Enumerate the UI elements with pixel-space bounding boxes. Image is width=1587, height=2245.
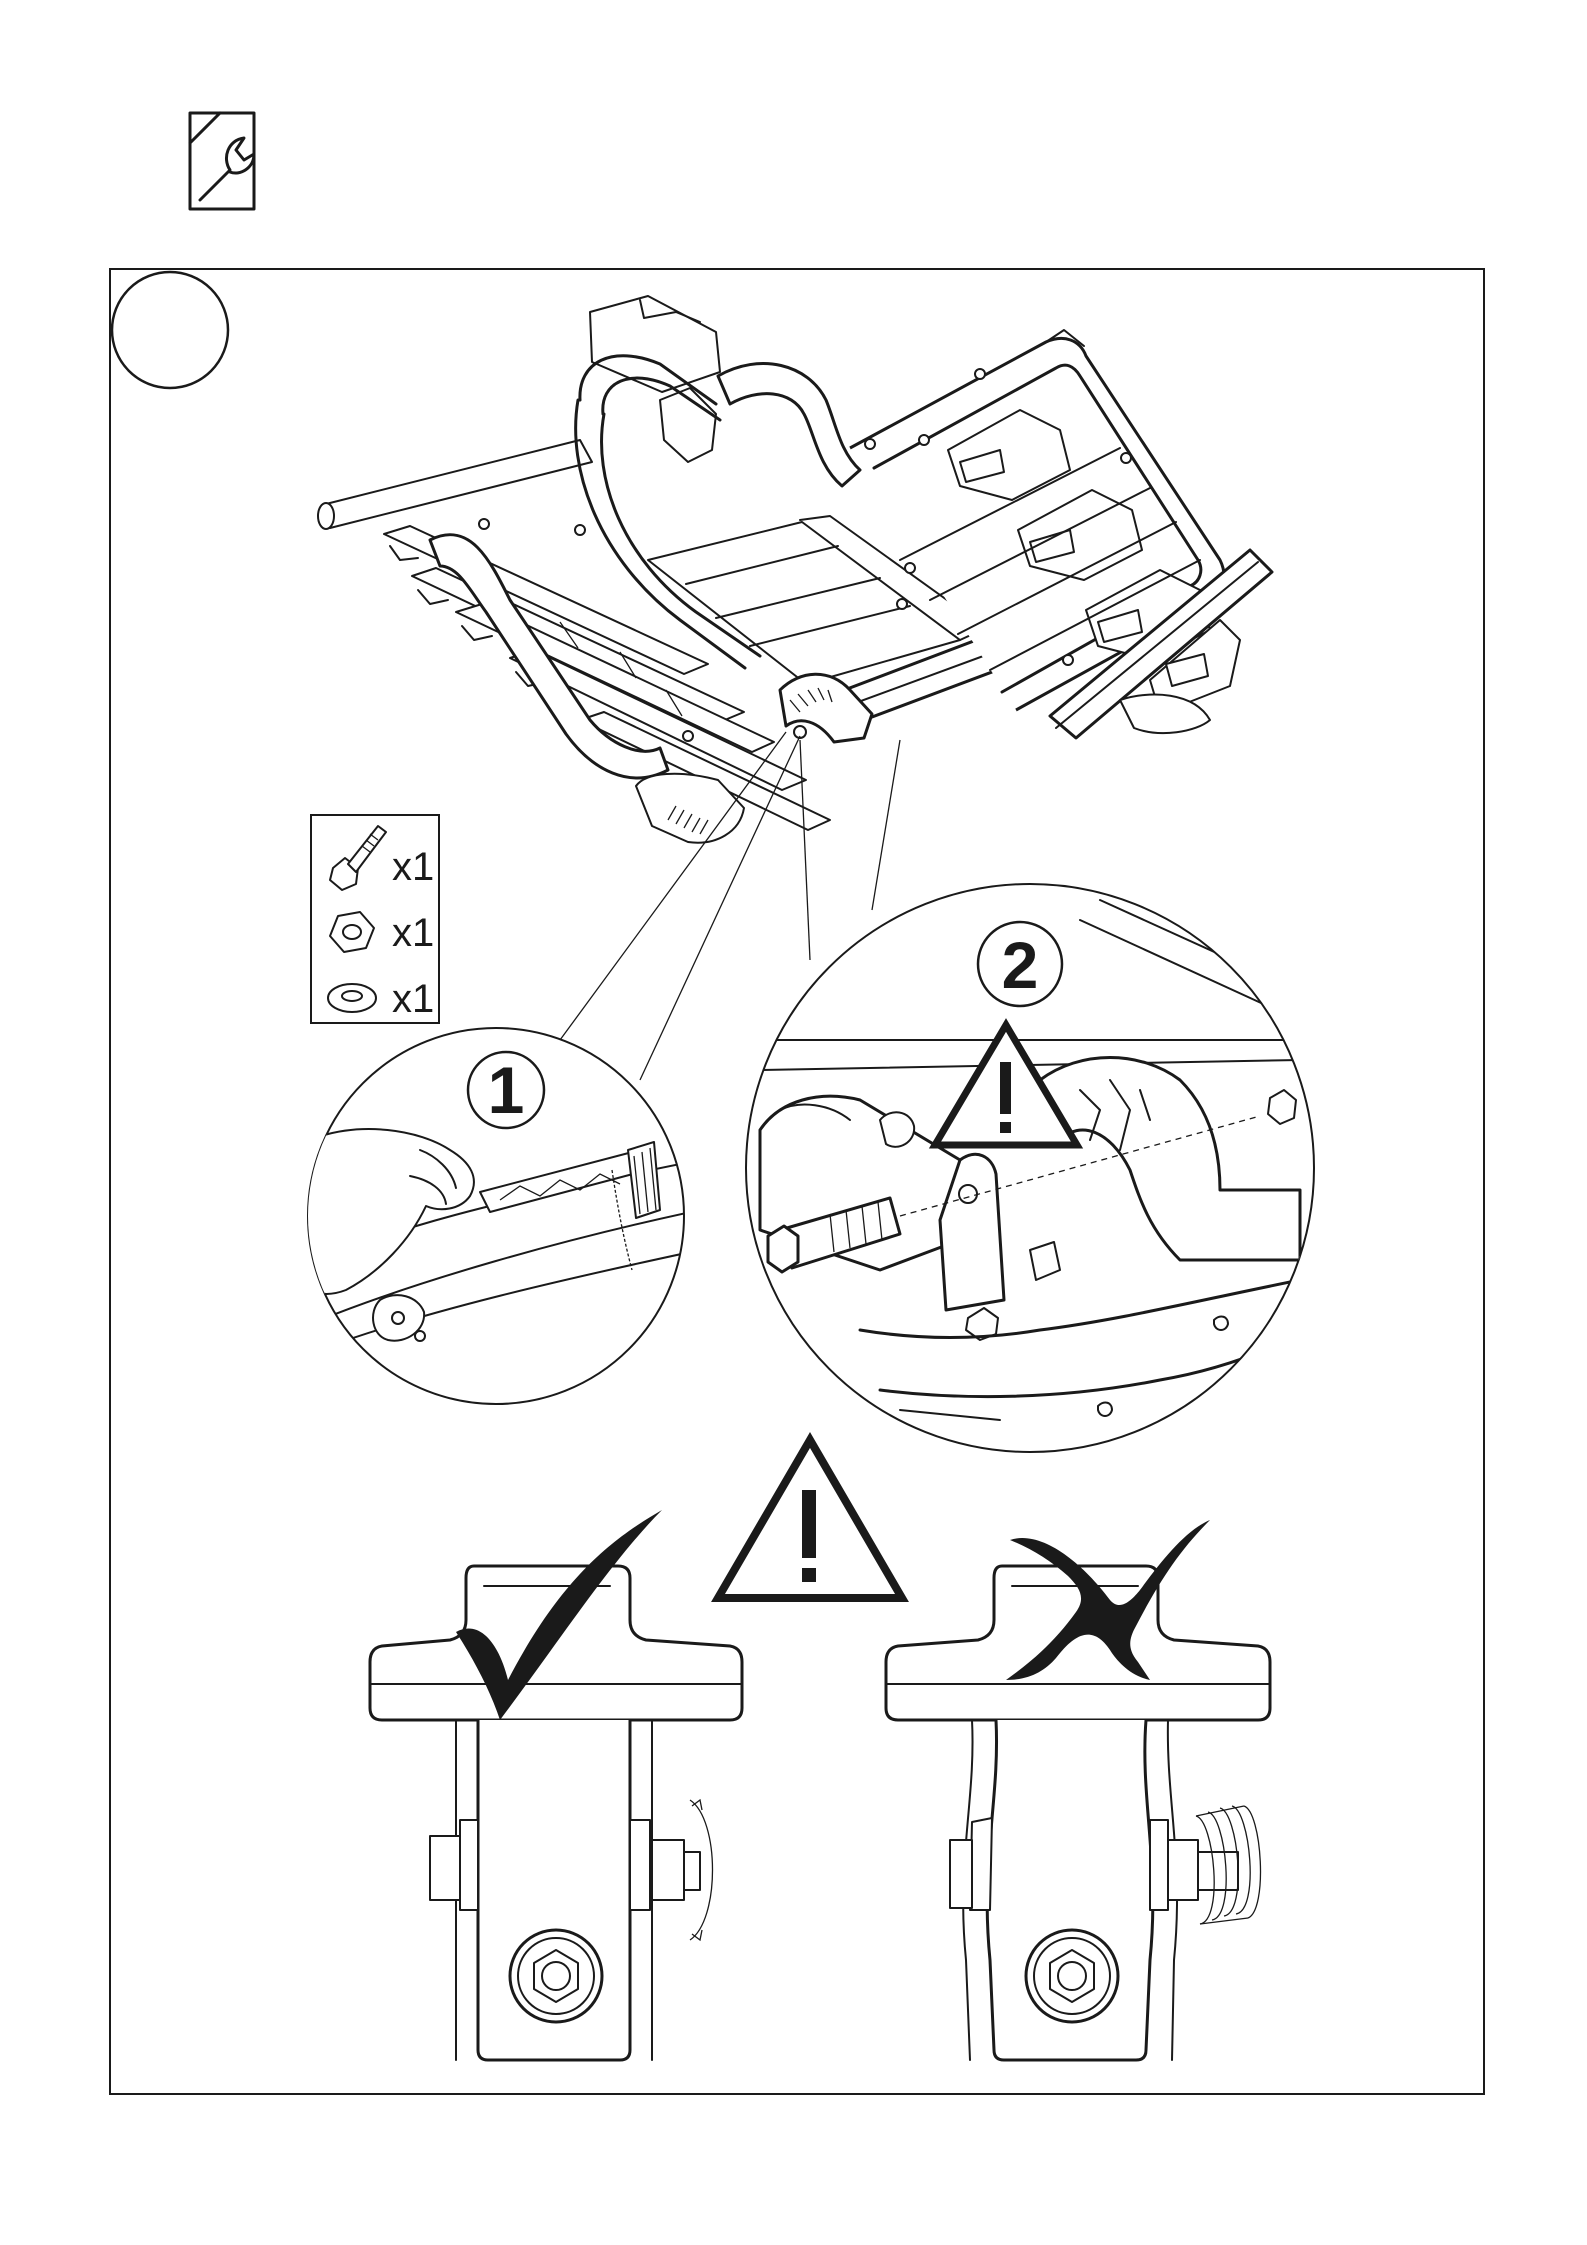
washer-qty: x1 xyxy=(392,977,434,1021)
document-wrench-icon xyxy=(190,113,254,209)
step-circle-blank xyxy=(112,272,228,388)
bolt-qty: x1 xyxy=(392,845,434,889)
wrong-assembly-diagram xyxy=(886,1566,1270,2060)
warning-triangle-icon xyxy=(718,1440,902,1598)
nut-qty: x1 xyxy=(392,911,434,955)
detail-2-bolt-insertion: 2 xyxy=(746,884,1320,1452)
step-1-number: 1 xyxy=(488,1053,525,1127)
detail-1-cable-tie: 1 xyxy=(290,1028,700,1404)
bike-rack-illustration xyxy=(318,296,1272,843)
washer-icon xyxy=(328,984,376,1012)
parts-legend: x1 x1 x1 xyxy=(311,815,439,1023)
step-2-number: 2 xyxy=(1002,928,1039,1002)
